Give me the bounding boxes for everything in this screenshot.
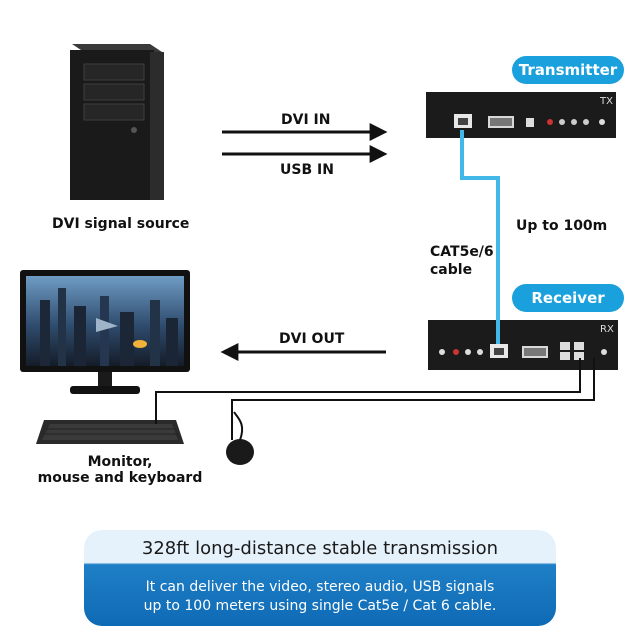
- distance-label: Up to 100m: [516, 218, 608, 234]
- pc-tower-icon: [70, 44, 164, 200]
- cat-cable: [460, 130, 500, 344]
- peripheral-cables: [155, 358, 595, 440]
- dvi-out-label: DVI OUT: [279, 331, 345, 347]
- info-banner: 328ft long-distance stable transmission …: [84, 530, 556, 626]
- cable-label-line2: cable: [430, 262, 473, 278]
- source-caption: DVI signal source: [52, 216, 190, 232]
- keyboard-icon: [36, 420, 184, 444]
- mouse-icon: [226, 411, 254, 465]
- transmitter-badge: Transmitter: [512, 56, 624, 84]
- banner-line-1: It can deliver the video, stereo audio, …: [145, 579, 495, 595]
- monitor-icon: [20, 270, 190, 394]
- receiver-badge: Receiver: [512, 284, 624, 312]
- monitor-caption-line1: Monitor,: [87, 454, 153, 470]
- banner-description: It can deliver the video, stereo audio, …: [84, 578, 556, 616]
- usb-in-label: USB IN: [280, 162, 334, 178]
- banner-title: 328ft long-distance stable transmission: [141, 538, 499, 559]
- monitor-caption-line2: mouse and keyboard: [37, 470, 203, 486]
- banner-line-2: up to 100 meters using single Cat5e / Ca…: [143, 598, 497, 614]
- rx-tag: RX: [600, 324, 614, 335]
- tx-tag: TX: [600, 96, 613, 107]
- cable-label-line1: CAT5e/6: [430, 244, 494, 260]
- receiver-device-icon: [428, 320, 618, 370]
- transmitter-device-icon: [426, 92, 616, 138]
- dvi-in-label: DVI IN: [281, 112, 331, 128]
